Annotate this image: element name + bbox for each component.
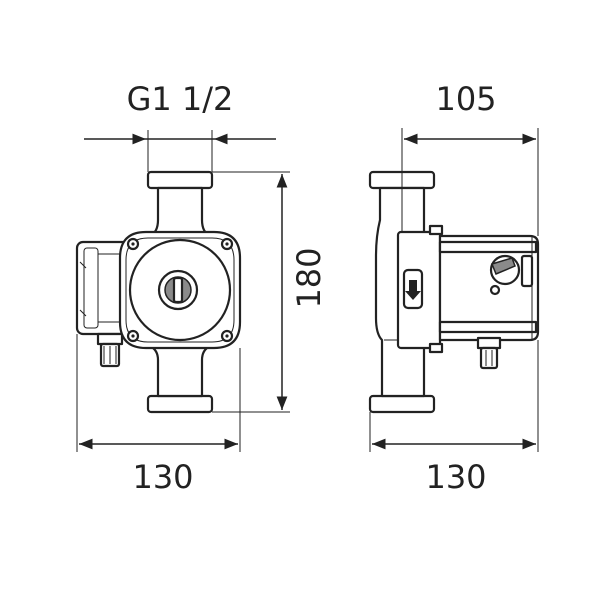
- front-top-flange: [146, 170, 214, 190]
- side-motor-rib-top: [438, 240, 538, 254]
- side-view: [368, 170, 540, 414]
- flow-direction-arrow-icon: [405, 280, 421, 300]
- side-screw: [489, 284, 501, 296]
- side-gland-body: [479, 346, 499, 370]
- dim-width-side-label: 130: [425, 458, 486, 496]
- dim-width-front-label: 130: [132, 458, 193, 496]
- side-speed-switch: [520, 254, 534, 288]
- side-motor-rib-bottom: [438, 320, 538, 334]
- side-bottom-flange: [368, 394, 436, 414]
- front-gland-nut: [96, 332, 124, 346]
- side-clip-bottom: [428, 342, 444, 354]
- side-clip-top: [428, 224, 444, 236]
- front-bottom-flange: [146, 394, 214, 414]
- side-speed-knob-handle: [490, 257, 516, 275]
- front-terminal-lid: [83, 247, 99, 329]
- dim-height-label: 180: [290, 247, 328, 308]
- front-bottom-pipe: [148, 344, 212, 398]
- front-top-pipe: [148, 186, 212, 238]
- dim-thread-label: G1 1/2: [127, 80, 234, 118]
- front-view: [75, 170, 242, 414]
- side-dimensions: 105 130: [369, 80, 539, 496]
- dim-motor-length-label: 105: [435, 80, 496, 118]
- front-dimensions: G1 1/2 180 130: [76, 80, 328, 496]
- front-corner-screws: [126, 237, 234, 343]
- side-gland-nut: [476, 336, 502, 350]
- front-vent-slot: [172, 276, 184, 304]
